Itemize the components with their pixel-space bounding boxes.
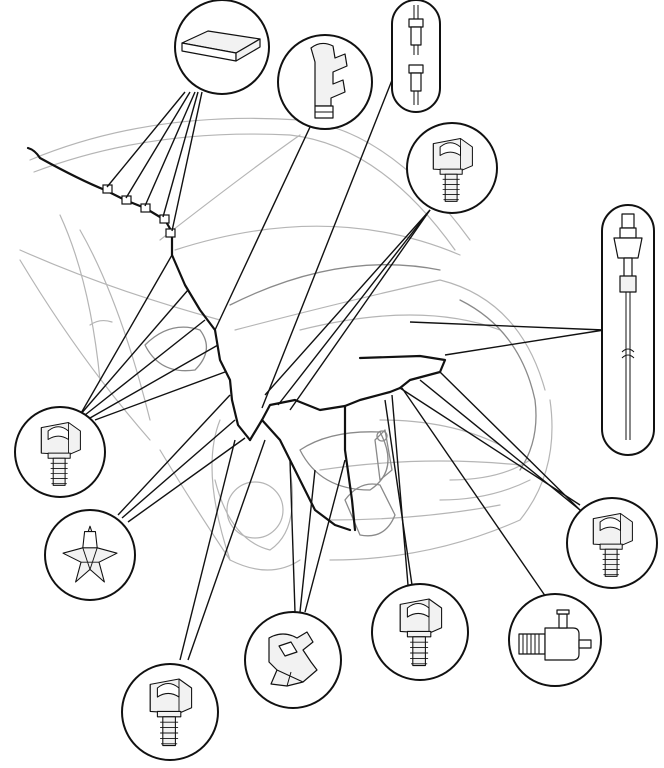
- check-valve-icon: [518, 609, 592, 661]
- callout-fork-clip: [277, 34, 373, 130]
- callout-star-clip: [44, 509, 136, 601]
- callout-hose-joint: [391, 0, 441, 113]
- bracket-clip-icon: [268, 631, 318, 687]
- callout-hose-clip-right: [566, 497, 658, 589]
- foam-pad-icon: [181, 30, 261, 62]
- callout-foam-pad: [174, 0, 270, 95]
- leader-lines: [79, 59, 605, 661]
- callout-washer-nozzle: [601, 204, 655, 456]
- washer-hose-lines: [26, 146, 447, 532]
- callout-bracket-clip: [244, 611, 342, 709]
- callout-hose-clip-bottom-left: [121, 663, 219, 761]
- callout-check-valve: [508, 593, 602, 687]
- callout-hose-clip-upper-right: [406, 122, 498, 214]
- callout-hose-clip-left: [14, 406, 106, 498]
- washer-nozzle-icon: [613, 213, 643, 440]
- fork-clip-icon: [310, 42, 348, 119]
- callout-hose-clip-bottom-center: [371, 583, 469, 681]
- hose-joint-icon: [408, 5, 424, 105]
